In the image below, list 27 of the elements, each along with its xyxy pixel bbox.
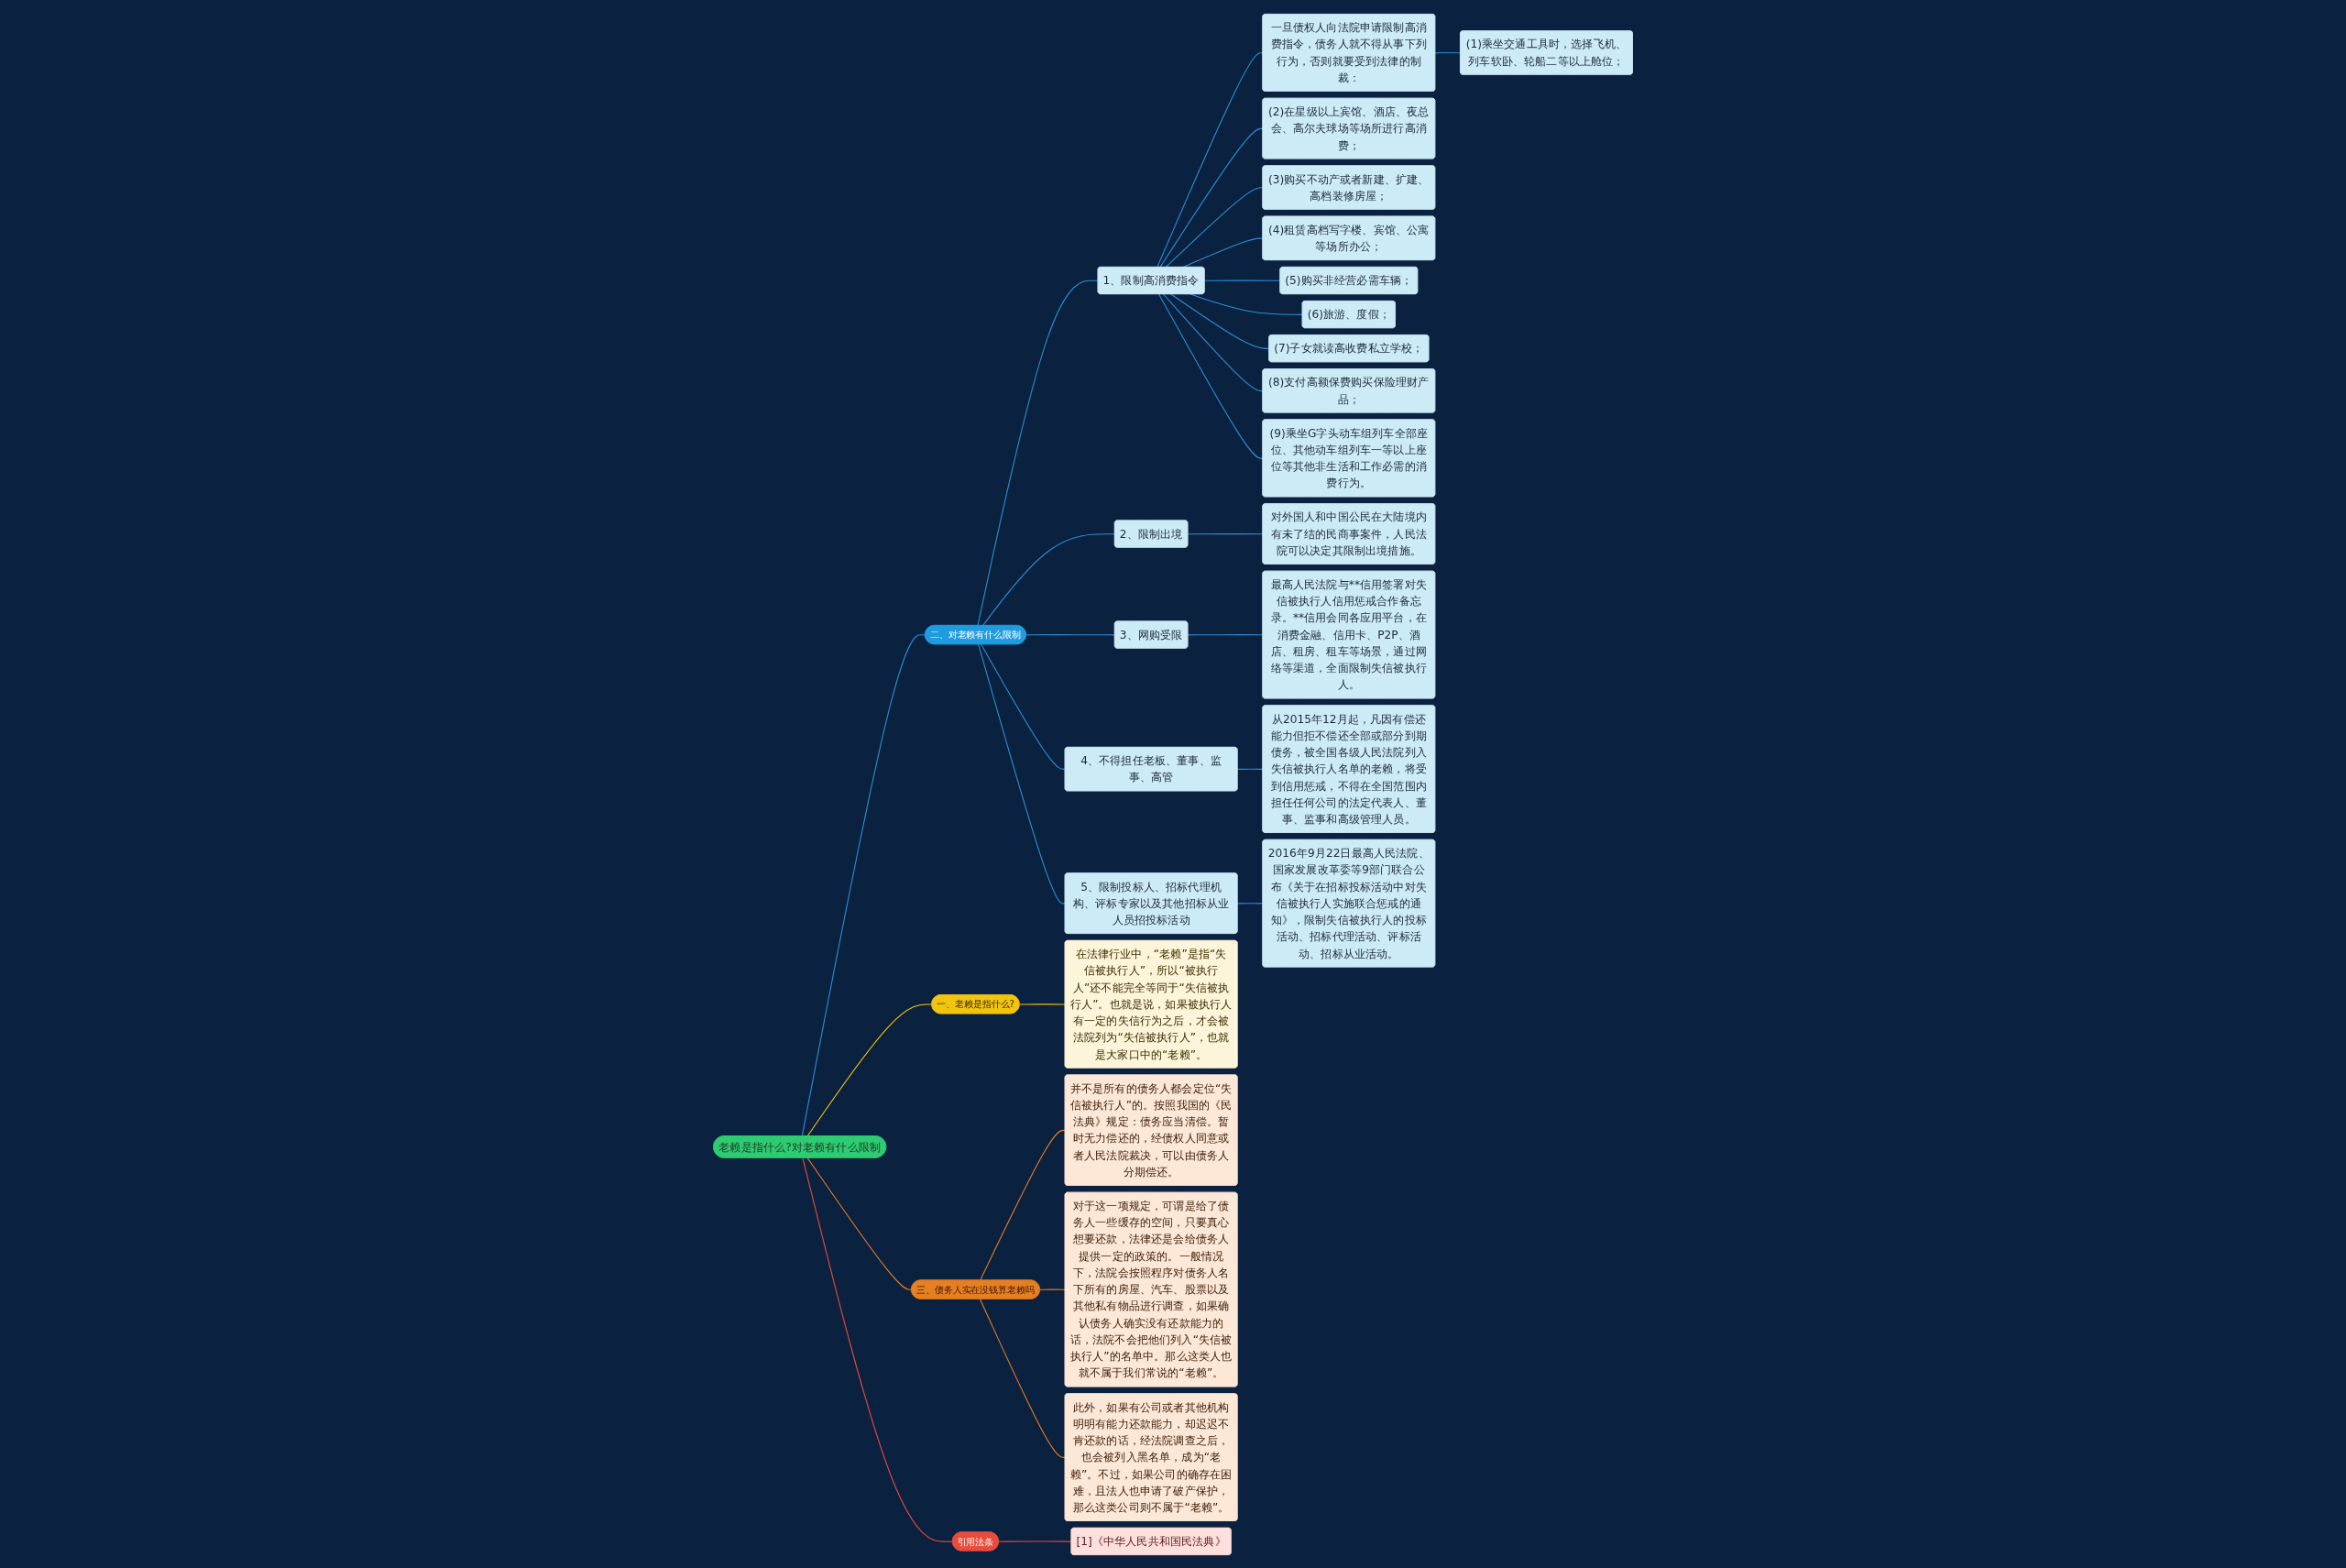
- connector: [1159, 127, 1264, 268]
- connector: [1018, 1003, 1066, 1005]
- connector: [998, 1540, 1072, 1542]
- connector: [801, 633, 926, 1136]
- connector: [981, 532, 1116, 626]
- connector: [1236, 768, 1264, 770]
- connector: [806, 1157, 913, 1290]
- connector: [1157, 51, 1264, 268]
- connector: [1158, 292, 1264, 459]
- connector: [979, 1298, 1066, 1458]
- connector: [1025, 633, 1116, 635]
- connector: [977, 280, 1099, 626]
- connector: [1187, 633, 1264, 635]
- connector: [1434, 51, 1462, 53]
- connector: [1163, 292, 1264, 391]
- connector: [980, 1129, 1066, 1281]
- connector: [1236, 902, 1264, 904]
- connector: [806, 1003, 933, 1136]
- connector: [981, 643, 1066, 770]
- connector: [1187, 532, 1264, 534]
- connector: [802, 1157, 954, 1542]
- connector: [1189, 292, 1303, 315]
- connector: [1165, 186, 1264, 268]
- connector: [978, 643, 1066, 904]
- connector: [1203, 280, 1281, 281]
- connector: [1039, 1288, 1066, 1290]
- connector: [1170, 292, 1270, 349]
